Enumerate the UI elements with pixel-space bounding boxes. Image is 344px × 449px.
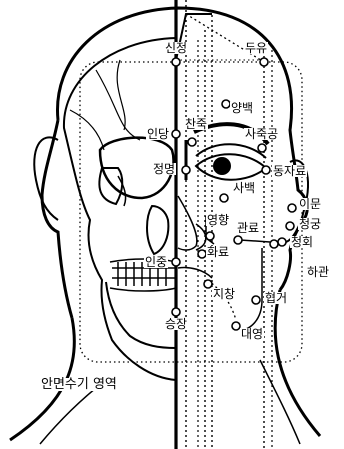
label-hagwan: 하관 [306,266,330,278]
mandible [106,282,176,348]
label-hwaryo: 화료 [206,246,230,258]
label-cheonggung: 청궁 [298,218,322,230]
label-dongjaryo: 동자료 [272,165,307,177]
point-indang [172,130,180,138]
label-hyeopgeo: 협거 [264,292,288,304]
label-indang: 인당 [146,128,170,140]
point-jichang [204,280,212,288]
eye-iris [213,157,231,175]
point-dongjaryo [262,166,270,174]
facial-region-boundary [80,62,302,362]
label-duyu: 두유 [244,42,268,54]
label-daeyeong: 대영 [240,328,264,340]
point-gwanryo [234,236,242,244]
label-jichang: 지창 [212,288,236,300]
point-yangbaek [222,100,230,108]
point-seungjang [172,308,180,316]
point-daeyeong [232,322,240,330]
point-imun [288,204,296,212]
region-label: 안면수기 영역 [40,378,118,391]
point-sabaek [220,194,228,202]
label-yeonghyang: 영향 [206,214,230,226]
label-sajukgong: 사죽공 [244,128,279,140]
label-chanjuk: 찬죽 [184,118,208,130]
point-hagwan [270,240,278,248]
point-cheonggung [286,222,294,230]
label-yangbaek: 양백 [230,102,254,114]
label-cheonghoe: 청회 [290,236,314,248]
eye-outline [196,154,266,180]
label-gwanryo: 관료 [236,222,260,234]
nasal-cavity [147,206,168,254]
point-hwaryo [198,250,206,258]
label-sinjeong: 신정 [164,42,188,54]
label-injung: 인중 [144,256,168,268]
skull-outline [64,38,176,380]
point-jeongmyeong [182,166,190,174]
point-sajukgong [258,144,266,152]
point-chanjuk [188,138,196,146]
label-jeongmyeong: 정명 [152,163,176,175]
label-sabaek: 사백 [232,182,256,194]
label-imun: 이문 [298,198,322,210]
neck-right [275,290,320,436]
point-injung [172,258,180,266]
point-yeonghyang [206,232,214,240]
label-seungjang: 승장 [164,318,188,330]
point-duyu [260,58,268,66]
point-cheonghoe [278,238,286,246]
point-hyeopgeo [252,296,260,304]
left-ear [34,137,58,220]
point-sinjeong [172,58,180,66]
